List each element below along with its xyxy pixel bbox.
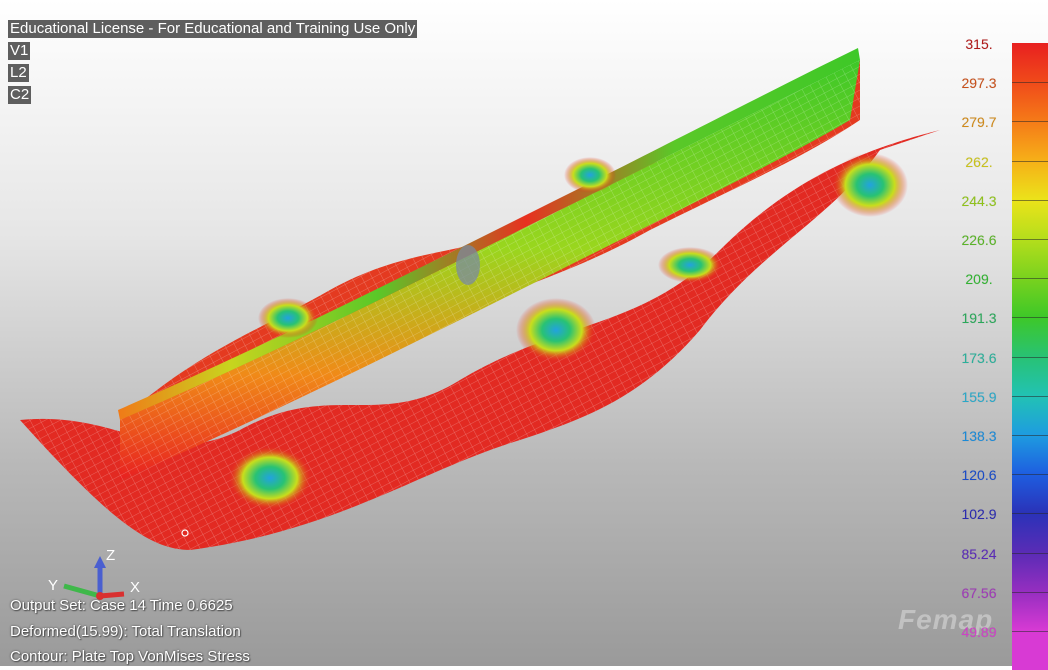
z-axis-label: Z — [106, 548, 115, 564]
legend-divider — [1012, 239, 1048, 240]
legend-divider — [1012, 474, 1048, 476]
legend-divider — [1012, 121, 1048, 123]
legend-value: 209. — [965, 271, 993, 288]
legend-color-band — [1012, 356, 1048, 396]
legend-value: 173.6 — [961, 349, 997, 366]
x-axis-arrow — [99, 591, 125, 599]
license-banner: Educational License - For Educational an… — [8, 20, 418, 38]
legend-divider — [1012, 395, 1048, 397]
view-label: V1 — [8, 42, 31, 60]
legend-divider — [1012, 199, 1048, 201]
triad-origin — [96, 592, 104, 600]
legend-divider — [1012, 278, 1048, 280]
legend-value: 138.3 — [961, 428, 997, 444]
x-axis-label: X — [130, 579, 140, 596]
axis-triad: Z Y X — [48, 548, 140, 600]
contour-legend-bar — [1012, 43, 1048, 670]
legend-color-band — [1012, 82, 1048, 122]
legend-divider — [1012, 82, 1048, 84]
legend-value: 279.7 — [961, 114, 997, 131]
legend-value: 155.9 — [961, 388, 997, 405]
legend-value: 120.6 — [961, 467, 997, 484]
legend-divider — [1012, 317, 1048, 319]
legend-divider — [1012, 552, 1048, 554]
y-axis-arrow — [63, 583, 101, 599]
stress-spot-2 — [516, 298, 596, 362]
legend-value: 102.9 — [961, 506, 997, 523]
legend-color-band — [1012, 278, 1048, 318]
legend-value: 262. — [965, 153, 993, 170]
legend-color-band — [1012, 591, 1048, 631]
legend-color-band — [1012, 435, 1048, 475]
legend-color-band — [1012, 631, 1048, 670]
legend-divider — [1012, 591, 1048, 593]
legend-color-band — [1012, 395, 1048, 435]
legend-color-band — [1012, 513, 1048, 553]
stress-spot-3 — [832, 153, 908, 217]
stress-spot-7 — [456, 245, 480, 285]
legend-color-band — [1012, 160, 1048, 200]
contour-label: Contour: Plate Top VonMises Stress — [10, 648, 250, 665]
deformed-label: Deformed(15.99): Total Translation — [10, 623, 241, 640]
legend-value: 67.56 — [961, 584, 997, 601]
z-arrow-head — [94, 556, 106, 568]
legend-divider — [1012, 160, 1048, 162]
legend-color-band — [1012, 317, 1048, 357]
legend-value: 85.24 — [961, 545, 997, 562]
layer-label: L2 — [8, 64, 29, 82]
legend-divider — [1012, 513, 1048, 515]
legend-color-band — [1012, 199, 1048, 239]
femap-watermark: Femap — [898, 604, 994, 635]
stress-spot-1 — [228, 446, 312, 510]
legend-divider — [1012, 631, 1048, 632]
node-marker — [181, 529, 189, 537]
legend-value: 315. — [965, 36, 993, 52]
stress-spot-4 — [258, 298, 318, 338]
stress-spot-5 — [564, 157, 616, 193]
legend-value: 49.89 — [961, 624, 997, 640]
legend-value: 297.3 — [961, 75, 997, 92]
legend-color-band — [1012, 474, 1048, 514]
y-axis-label: Y — [48, 577, 58, 594]
legend-value: 226.6 — [961, 232, 997, 248]
legend-color-band — [1012, 239, 1048, 279]
legend-color-band — [1012, 552, 1048, 592]
color-label: C2 — [8, 86, 32, 104]
legend-color-band — [1012, 43, 1048, 83]
legend-value: 244.3 — [961, 192, 997, 209]
output-set-label: Output Set: Case 14 Time 0.6625 — [10, 597, 233, 614]
stress-spot-6 — [658, 247, 722, 283]
legend-value: 191.3 — [961, 310, 997, 327]
legend-divider — [1012, 356, 1048, 358]
legend-color-band — [1012, 121, 1048, 161]
legend-divider — [1012, 435, 1048, 436]
